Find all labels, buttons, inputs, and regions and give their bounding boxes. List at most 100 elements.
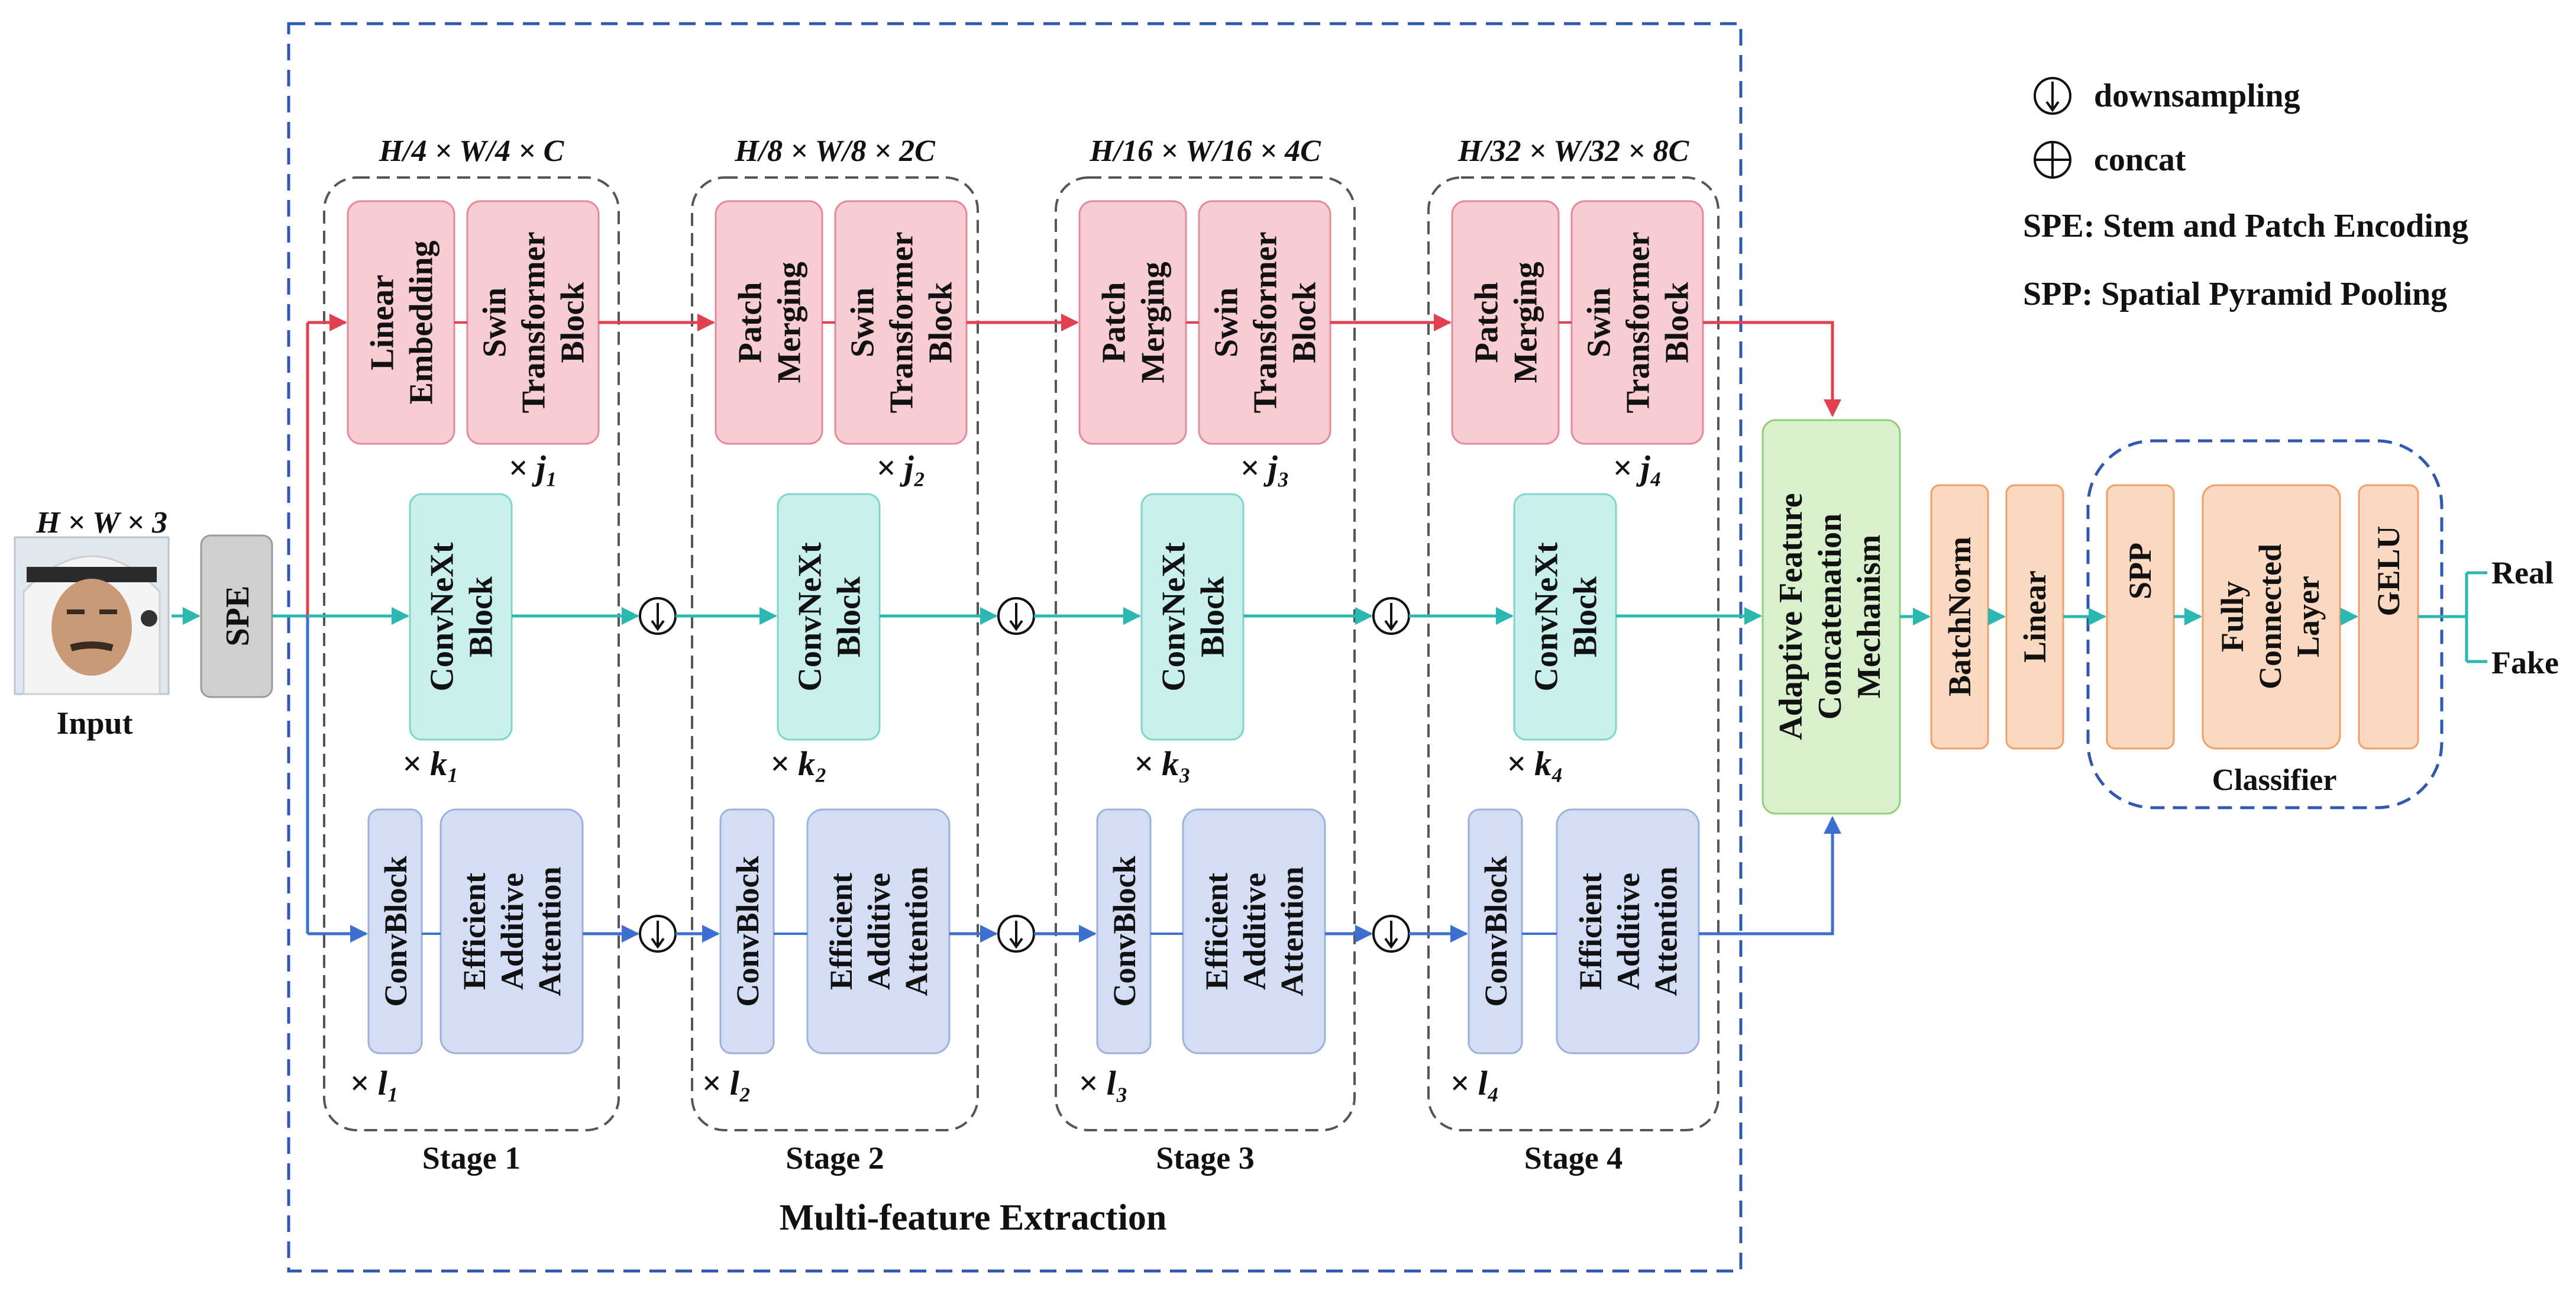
- stage-3-attention-block-label: Efficient: [1199, 873, 1234, 990]
- stage-4-attention-block: [1556, 808, 1700, 1054]
- stage-3-convnext-block-label: ConvNeXt: [1156, 542, 1192, 691]
- stage-2-mid-repeat: × k₂: [770, 744, 828, 783]
- legend-spp-definition: SPP: Spatial Pyramid Pooling: [2023, 276, 2447, 312]
- stage-2-swin-block-label: Transformer: [884, 232, 920, 414]
- stage-1-attention-block: [439, 808, 584, 1054]
- stage-3-mid-repeat: × k₃: [1134, 744, 1191, 783]
- stage-3-convblock-label: ConvBlock: [1107, 856, 1142, 1007]
- stage-1-swin-block-label: Swin: [477, 288, 513, 357]
- stage-2-box: [691, 176, 979, 1131]
- stage-3-top-block-a-label: Patch: [1096, 282, 1133, 363]
- stage-3-top-block-a-label: Merging: [1135, 262, 1172, 383]
- stage-1-attention-block-label: Additive: [494, 873, 530, 990]
- classifier-title: Classifier: [2212, 763, 2337, 797]
- stage-4-convblock: [1468, 808, 1523, 1054]
- legend-concat: concat: [2094, 141, 2186, 178]
- multi-feature-extraction-container: [287, 22, 1743, 1273]
- afcm-label-line-3: Mechanism: [1851, 535, 1887, 699]
- stage-1-top-repeat: × j₁: [508, 449, 558, 487]
- downsampling-icon: [997, 597, 1035, 635]
- stage-4-swin-block-label: Swin: [1581, 288, 1618, 357]
- fc-label-line-3: Layer: [2290, 576, 2326, 657]
- stage-2-attention-block-label: Attention: [899, 867, 935, 996]
- stage-4-mid-repeat: × k₄: [1507, 744, 1564, 783]
- stage-3-dim-label: H/16 × W/16 × 4C: [1089, 134, 1321, 168]
- stage-4-top-to-afcm-arrow: [1703, 321, 1841, 417]
- stage-2-convnext-block-label: Block: [831, 576, 868, 657]
- stage-2-convnext-block-label: ConvNeXt: [792, 542, 829, 691]
- stage-2-top-block-a-label: Merging: [771, 262, 808, 383]
- spp-label: SPP: [2122, 543, 2158, 599]
- gelu-label: GELU: [2371, 525, 2406, 616]
- stage-3-box: [1055, 176, 1356, 1131]
- stage-2-swin-block-label: Block: [923, 282, 959, 363]
- legend: downsampling concat SPE: Stem and Patch …: [2023, 77, 2468, 312]
- fc-label-line-1: Fully: [2215, 581, 2250, 652]
- output-real-label: Real: [2491, 555, 2554, 591]
- afcm-label-line-1: Adaptive Feature: [1773, 493, 1809, 740]
- stage-4-swin-block-label: Transformer: [1620, 232, 1657, 414]
- stage-2-label: Stage 2: [786, 1140, 884, 1176]
- stage-4-top-block-a-label: Merging: [1508, 262, 1544, 383]
- stage-3-swin-block-label: Swin: [1208, 288, 1245, 357]
- stage-4-convblock-label-group: ConvBlock: [1478, 856, 1514, 1007]
- stage-1-convnext-block-label: ConvNeXt: [424, 542, 461, 691]
- stage-1-convnext-block-label: Block: [463, 576, 500, 657]
- stage-2-convblock-label: ConvBlock: [730, 856, 765, 1007]
- afcm-label-line-2: Concatenation: [1812, 514, 1848, 720]
- spe-label: SPE: [219, 586, 256, 647]
- spe-label-group: SPE: [219, 586, 256, 647]
- downsampling-icon: [639, 597, 677, 635]
- stage-4-box: [1427, 176, 1720, 1131]
- stage-2-attention-block-label: Efficient: [823, 873, 859, 990]
- linear-label: Linear: [2017, 570, 2053, 663]
- downsampling-icon: [639, 915, 677, 953]
- classifier-container: [2086, 439, 2444, 809]
- spp-block: [2106, 484, 2175, 750]
- stage-2-bot-repeat: × l₂: [702, 1064, 751, 1102]
- stage-1-convblock: [367, 808, 423, 1054]
- input-face-image: [14, 536, 170, 695]
- stage-3-convnext-block-label: Block: [1195, 576, 1232, 657]
- stage-2-convblock: [719, 808, 775, 1054]
- stage-4-dim-label: H/32 × W/32 × 8C: [1457, 134, 1690, 168]
- stage-4-label: Stage 4: [1524, 1140, 1622, 1176]
- stage-3-attention-block-label: Attention: [1275, 867, 1310, 996]
- stage-3-top-repeat: × j₃: [1240, 449, 1289, 487]
- stage-1-attention-block-label: Efficient: [457, 873, 492, 990]
- stage-1-swin-block-label: Transformer: [516, 232, 552, 414]
- stage-4-swin-block-label: Block: [1659, 282, 1696, 363]
- stage-3-label: Stage 3: [1156, 1140, 1254, 1176]
- multi-feature-extraction-title: Multi-feature Extraction: [780, 1198, 1167, 1238]
- stage-3-attention-block-label: Additive: [1237, 873, 1272, 990]
- stage-1-bot-repeat: × l₁: [350, 1064, 399, 1102]
- stage-1-mid-repeat: × k₁: [402, 744, 460, 783]
- legend-downsampling: downsampling: [2094, 78, 2300, 114]
- stage-1-box: [323, 176, 620, 1131]
- downsampling-icon: [997, 915, 1035, 953]
- stage-4-bot-to-afcm-arrow: [1699, 816, 1841, 936]
- stage-4-top-block-a-label: Patch: [1469, 282, 1505, 363]
- stage-4-convblock-label: ConvBlock: [1478, 856, 1514, 1007]
- stage-4-bot-repeat: × l₄: [1450, 1064, 1499, 1102]
- stage-3-convblock-label-group: ConvBlock: [1107, 856, 1142, 1007]
- stage-2-top-block-a-label: Patch: [732, 282, 769, 363]
- input-dim-label: H × W × 3: [35, 506, 167, 540]
- stage-3-bot-repeat: × l₃: [1078, 1064, 1128, 1102]
- stage-4-attention-block-label: Additive: [1611, 873, 1646, 990]
- fc-label-line-2: Connected: [2252, 544, 2288, 689]
- stage-1-convblock-label-group: ConvBlock: [378, 856, 413, 1007]
- stage-1-dim-label: H/4 × W/4 × C: [379, 134, 565, 168]
- stage-2-dim-label: H/8 × W/8 × 2C: [734, 134, 936, 168]
- afcm-label-group: Adaptive Feature Concatenation Mechanism: [1773, 493, 1887, 740]
